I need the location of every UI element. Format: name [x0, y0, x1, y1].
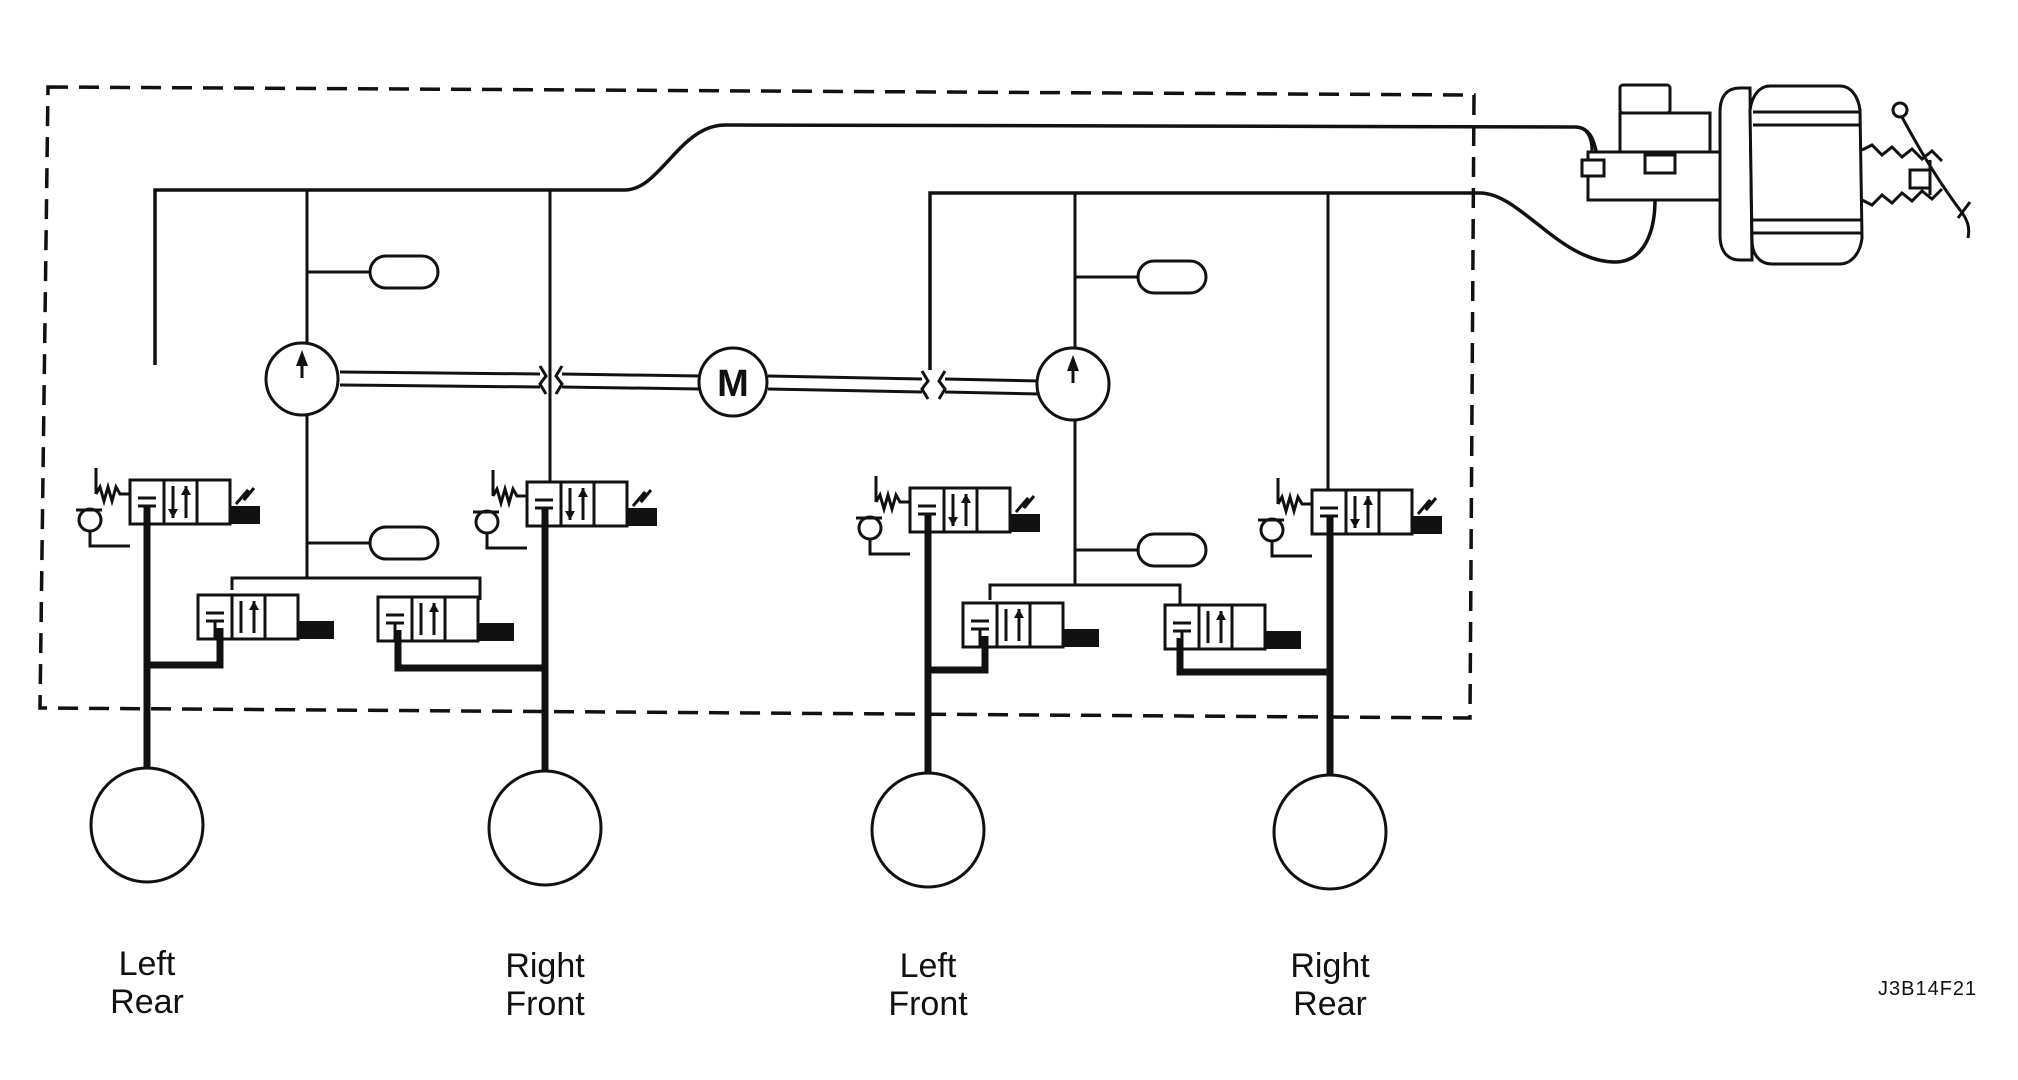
accumulator-lower-right: [1136, 532, 1208, 568]
figure-code: J3B14F21: [1878, 978, 1978, 1000]
motor-label: M: [717, 363, 749, 405]
pump-drive-shaft: [339, 365, 1041, 400]
pump-right: [1035, 346, 1111, 422]
booster-pushrod: [1861, 143, 1944, 207]
wheel-label-left-rear-line2: Rear: [110, 983, 184, 1021]
wheel-label-left-rear-line1: Left: [118, 945, 176, 983]
wheel-label-right-front-line2: Front: [505, 985, 585, 1023]
accumulator-upper-right: [1136, 259, 1208, 295]
dump-valve-right-rear: [1163, 603, 1303, 651]
wheel-label-right-front: Right Front: [445, 947, 645, 1023]
wheel-label-left-front-line1: Left: [899, 947, 957, 985]
brake-line-secondary: [928, 191, 1657, 370]
brake-line-primary: [153, 123, 1600, 365]
wheel-brake-right-rear: [1272, 773, 1388, 891]
wheel-label-right-front-line1: Right: [505, 947, 585, 985]
modulator-boundary: [38, 85, 1476, 720]
wheel-brake-left-front: [870, 771, 986, 889]
wheel-label-right-rear-line2: Rear: [1293, 985, 1367, 1023]
wheel-brake-lines: [143, 505, 1334, 780]
accumulator-upper-left: [368, 254, 440, 290]
wheel-label-right-rear: Right Rear: [1230, 947, 1430, 1023]
isolation-valve-left-rear: [74, 466, 262, 548]
wheel-label-left-rear: Left Rear: [47, 945, 247, 1021]
pump-left: [264, 341, 340, 417]
wheel-brake-left-rear: [89, 766, 205, 884]
wheel-label-left-front-line2: Front: [888, 985, 968, 1023]
isolation-valve-left-front: [854, 474, 1042, 556]
brake-pedal: [1891, 101, 1972, 239]
master-cylinder: [1580, 83, 1722, 202]
accumulator-lower-left: [368, 525, 440, 561]
brake-booster: [1718, 84, 1864, 266]
wheel-brake-right-front: [487, 769, 603, 887]
isolation-valve-right-front: [471, 468, 659, 550]
wheel-label-left-front: Left Front: [828, 947, 1028, 1023]
wheel-label-right-rear-line1: Right: [1290, 947, 1370, 985]
pump-motor: [697, 346, 769, 418]
isolation-valve-right-rear: [1256, 476, 1444, 558]
